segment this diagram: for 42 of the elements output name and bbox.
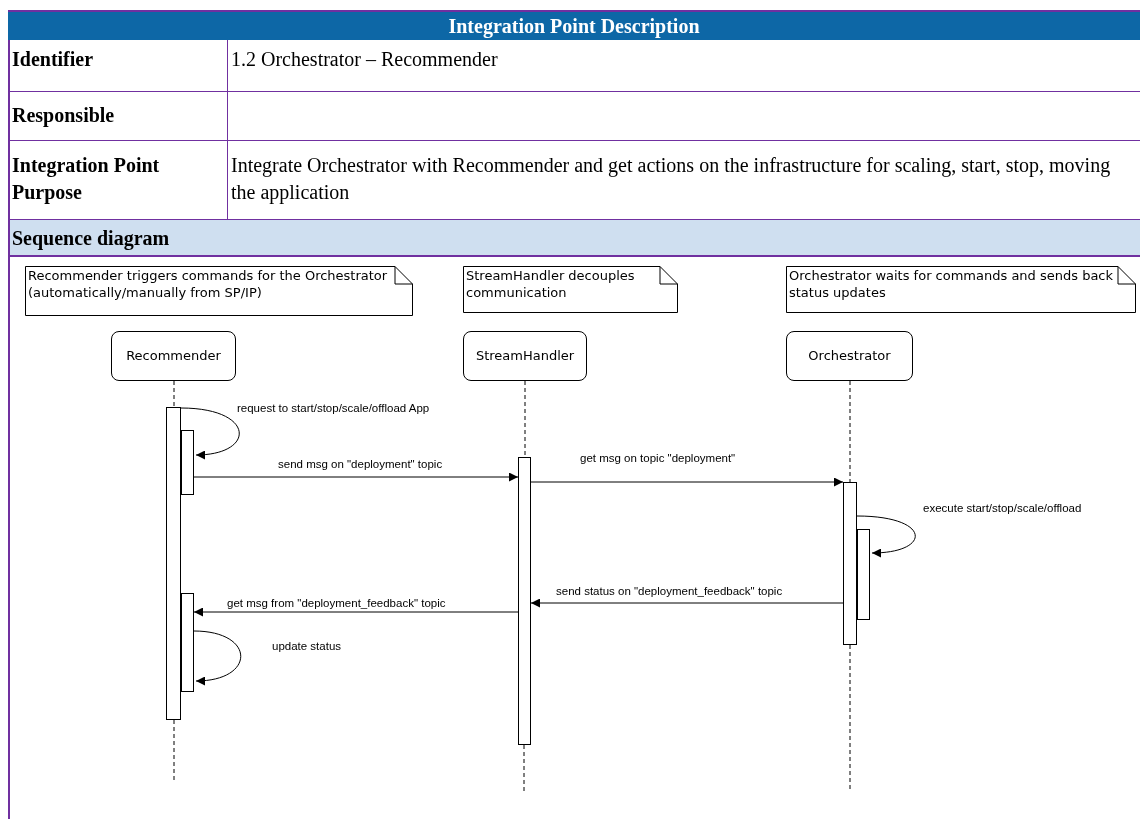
participant-name: Recommender [126,347,221,366]
note-text: Orchestrator waits for commands and sends back status updates [789,267,1115,301]
note-box [786,266,1136,313]
lifeline [173,380,175,408]
edge-label: get msg from "deployment_feedback" topic [227,596,446,610]
lifeline-head [111,331,236,381]
participant-name: Orchestrator [808,347,891,366]
activation-bar [166,407,181,720]
note-box [25,266,413,316]
edge-label: send msg on "deployment" topic [278,457,443,471]
participant-name: StreamHandler [475,347,575,366]
message-arrow [193,472,519,482]
row-heading: Identifier [11,47,95,72]
lifeline-head [463,331,587,381]
activation-bar [181,593,194,692]
edge-label: get msg on topic "deployment" [580,451,736,465]
row-heading: Integration Point Purpose [11,153,161,206]
note-box [463,266,678,313]
cell-text: Integrate Orchestrator with Recommender and get actions on the infrastructure for scaling, start, stop, moving the application [230,153,1112,206]
edge-label: request to start/stop/scale/offload App [237,401,430,415]
activation-bar [518,457,531,745]
edge-label: execute start/stop/scale/offload [923,501,1082,515]
message-arrow [193,607,519,617]
edge-label: update status [272,639,342,653]
note-text: Recommender triggers commands for the Orchestrator (automatically/manually from SP/IP) [28,267,389,301]
lifeline [849,380,851,483]
activation-bar [181,430,194,495]
lifeline-head [786,331,913,381]
row-heading: Responsible [11,103,116,129]
cell-text: 1.2 Orchestrator – Recommender [230,47,499,72]
table-title: Integration Point Description [448,14,700,40]
message-arrow [180,407,240,459]
message-arrow [530,477,844,487]
activation-bar [857,529,870,620]
message-arrow [193,630,242,685]
edge-label: send status on "deployment_feedback" topic [556,584,783,598]
lifeline [524,380,526,458]
section-heading: Sequence diagram [11,225,171,252]
activation-bar [843,482,857,645]
note-text: StreamHandler decouples communication [466,267,636,301]
message-arrow [530,598,844,608]
message-arrow [856,515,916,557]
